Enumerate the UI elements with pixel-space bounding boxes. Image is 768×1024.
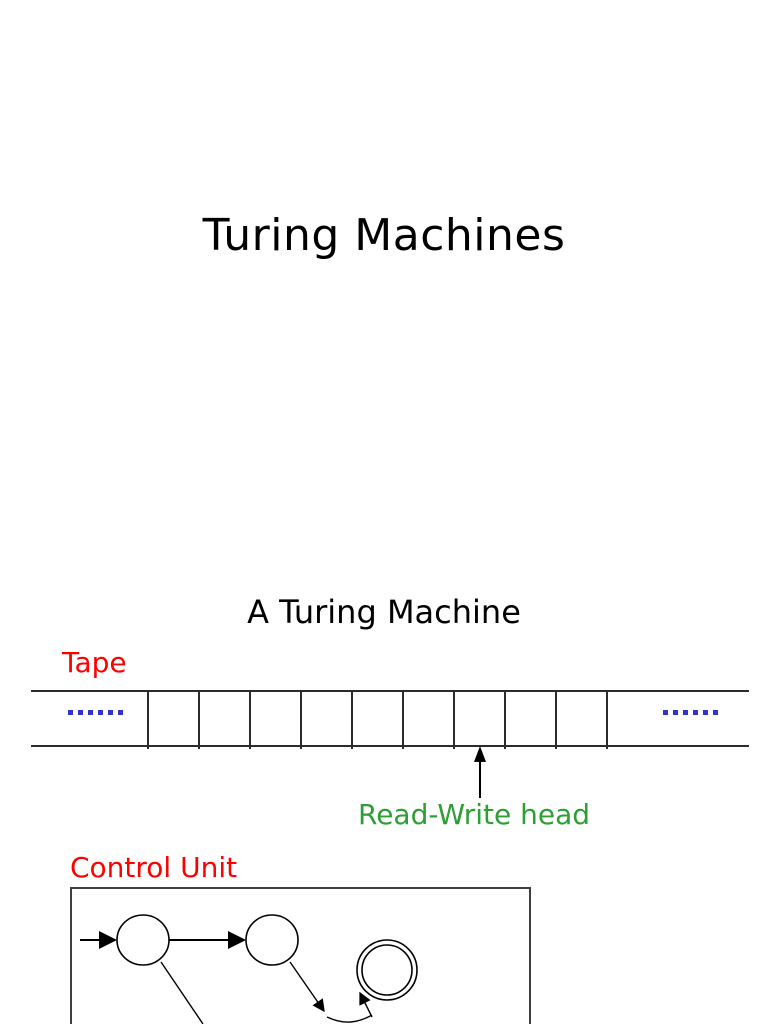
transition-q0-down	[160, 961, 204, 1024]
tape-cell-divider	[198, 692, 200, 749]
ellipsis-dot	[118, 710, 123, 715]
ellipsis-dot	[703, 710, 708, 715]
tape-cell-divider	[300, 692, 302, 749]
tape-cell-divider	[147, 692, 149, 749]
control-unit-box	[70, 887, 531, 1024]
ellipsis-dot	[673, 710, 678, 715]
transition-curve	[326, 1014, 373, 1023]
tape-right-ellipsis	[663, 710, 718, 715]
tape-left-ellipsis	[68, 710, 123, 715]
ellipsis-dot	[713, 710, 718, 715]
ellipsis-dot	[98, 710, 103, 715]
ellipsis-dot	[68, 710, 73, 715]
tape-strip	[31, 690, 749, 749]
control-unit-label: Control Unit	[70, 851, 238, 884]
state-node-q1[interactable]	[245, 914, 299, 966]
ellipsis-dot	[78, 710, 83, 715]
transition-to-accepting	[359, 991, 373, 1018]
tape-cell-divider	[606, 692, 608, 749]
read-write-head-arrow-icon	[474, 746, 486, 798]
tape-cell-divider	[351, 692, 353, 749]
tape-label: Tape	[62, 646, 127, 679]
tape-cell-divider	[504, 692, 506, 749]
ellipsis-dot	[108, 710, 113, 715]
transition-q1-down	[289, 961, 325, 1013]
section-title: A Turing Machine	[247, 593, 521, 631]
tape-cell-divider	[555, 692, 557, 749]
ellipsis-dot	[693, 710, 698, 715]
ellipsis-dot	[88, 710, 93, 715]
state-node-q0[interactable]	[116, 914, 170, 966]
tape-cell-divider	[402, 692, 404, 749]
tape-cell-divider	[249, 692, 251, 749]
tape-cell-divider	[453, 692, 455, 749]
state-transition-diagram	[80, 914, 418, 1024]
state-node-q2-inner	[361, 944, 413, 996]
ellipsis-dot	[683, 710, 688, 715]
page-title: Turing Machines	[202, 210, 566, 261]
read-write-head-label: Read-Write head	[358, 798, 591, 831]
ellipsis-dot	[663, 710, 668, 715]
